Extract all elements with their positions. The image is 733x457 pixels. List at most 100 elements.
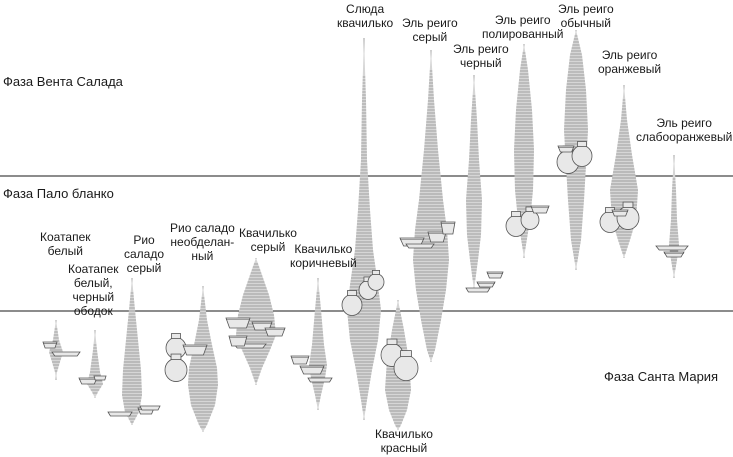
spindle-silhouette [514, 44, 534, 258]
jar-body [571, 145, 593, 167]
bowl-body [299, 365, 325, 375]
spindle-silhouette [466, 75, 482, 290]
bowl-body [427, 231, 447, 243]
jar-body [367, 273, 385, 291]
plate-sketch [51, 351, 81, 357]
plate-body [465, 287, 491, 293]
plate-body [107, 411, 133, 417]
bowl-body [42, 341, 58, 349]
bowl-body [486, 271, 504, 279]
jar-body [164, 358, 188, 382]
jar-sketch [520, 206, 540, 230]
spindle-silhouette [122, 278, 142, 425]
jar-neck [347, 290, 357, 296]
spindle-silhouette [347, 38, 381, 420]
spindle-silhouette [188, 286, 218, 432]
plate-sketch [655, 245, 689, 251]
spindle-coatepec-black-rim [87, 330, 103, 398]
jar-body [341, 294, 363, 316]
bowl-body [557, 145, 575, 153]
jar-neck [171, 333, 181, 339]
spindle-el-riego-pale-orange [669, 155, 679, 278]
plate-sketch [107, 411, 133, 417]
spindle-rio-salado-unpolished [188, 286, 218, 432]
plate-body [139, 405, 161, 411]
bowl-sketch [225, 317, 251, 329]
vessel-group [42, 141, 689, 417]
bowl-sketch [228, 335, 248, 347]
jar-sketch [164, 353, 188, 382]
bowl-body [476, 281, 496, 288]
bowl-sketch [440, 221, 456, 235]
plate-body [51, 351, 81, 357]
jar-neck [511, 211, 521, 217]
bowl-body [663, 251, 685, 258]
bowl-sketch [663, 251, 685, 258]
plate-body [93, 375, 107, 381]
bowl-sketch [557, 145, 575, 153]
jar-sketch [367, 269, 385, 291]
jar-neck [386, 338, 398, 345]
plate-sketch [93, 375, 107, 381]
spindle-el-riego-black [466, 75, 482, 290]
bowl-sketch [264, 327, 286, 337]
bowl-sketch [299, 365, 325, 375]
bowl-sketch [42, 341, 58, 349]
plate-body [405, 243, 435, 249]
spindle-silhouette [236, 258, 276, 385]
jar-sketch [341, 290, 363, 316]
bowl-sketch [427, 231, 447, 243]
plate-sketch [139, 405, 161, 411]
bowl-sketch [290, 355, 310, 365]
bowl-body [530, 205, 550, 214]
jar-neck [400, 350, 412, 358]
jar-neck [622, 201, 634, 208]
plate-sketch [465, 287, 491, 293]
bowl-sketch [611, 209, 629, 217]
bowl-body [440, 221, 456, 235]
bowl-body [228, 335, 248, 347]
bowl-body [264, 327, 286, 337]
phase-label-santa-maria: Фаза Санта Мария [604, 369, 719, 384]
bowl-body [290, 355, 310, 365]
spindle-rio-salado-gray [122, 278, 142, 425]
spindle-quachilco-gray [236, 258, 276, 385]
jar-sketch [393, 350, 419, 381]
spindle-coatepec-white [49, 320, 63, 380]
jar-neck [371, 269, 380, 275]
phase-label-venta-salada: Фаза Вента Салада [3, 74, 123, 89]
bowl-sketch [530, 205, 550, 214]
spindle-quachilco-brown [309, 278, 327, 410]
bowl-sketch [476, 281, 496, 288]
bowl-body [225, 317, 251, 329]
spindle-group [49, 30, 679, 432]
spindle-el-riego-orange [610, 85, 638, 258]
plate-sketch [307, 377, 333, 383]
bowl-body [611, 209, 629, 217]
jar-neck [577, 141, 587, 147]
spindle-silhouette [87, 330, 103, 398]
plate-body [307, 377, 333, 383]
jar-sketch [599, 207, 621, 233]
bowl-sketch [486, 271, 504, 279]
spindle-el-riego-gray [413, 50, 449, 362]
spindle-silhouette [669, 155, 679, 278]
plate-sketch [405, 243, 435, 249]
phase-label-palo-blanco: Фаза Пало бланко [3, 186, 114, 201]
jar-sketch [571, 141, 593, 167]
jar-body [393, 354, 419, 381]
bowl-sketch [182, 344, 208, 356]
